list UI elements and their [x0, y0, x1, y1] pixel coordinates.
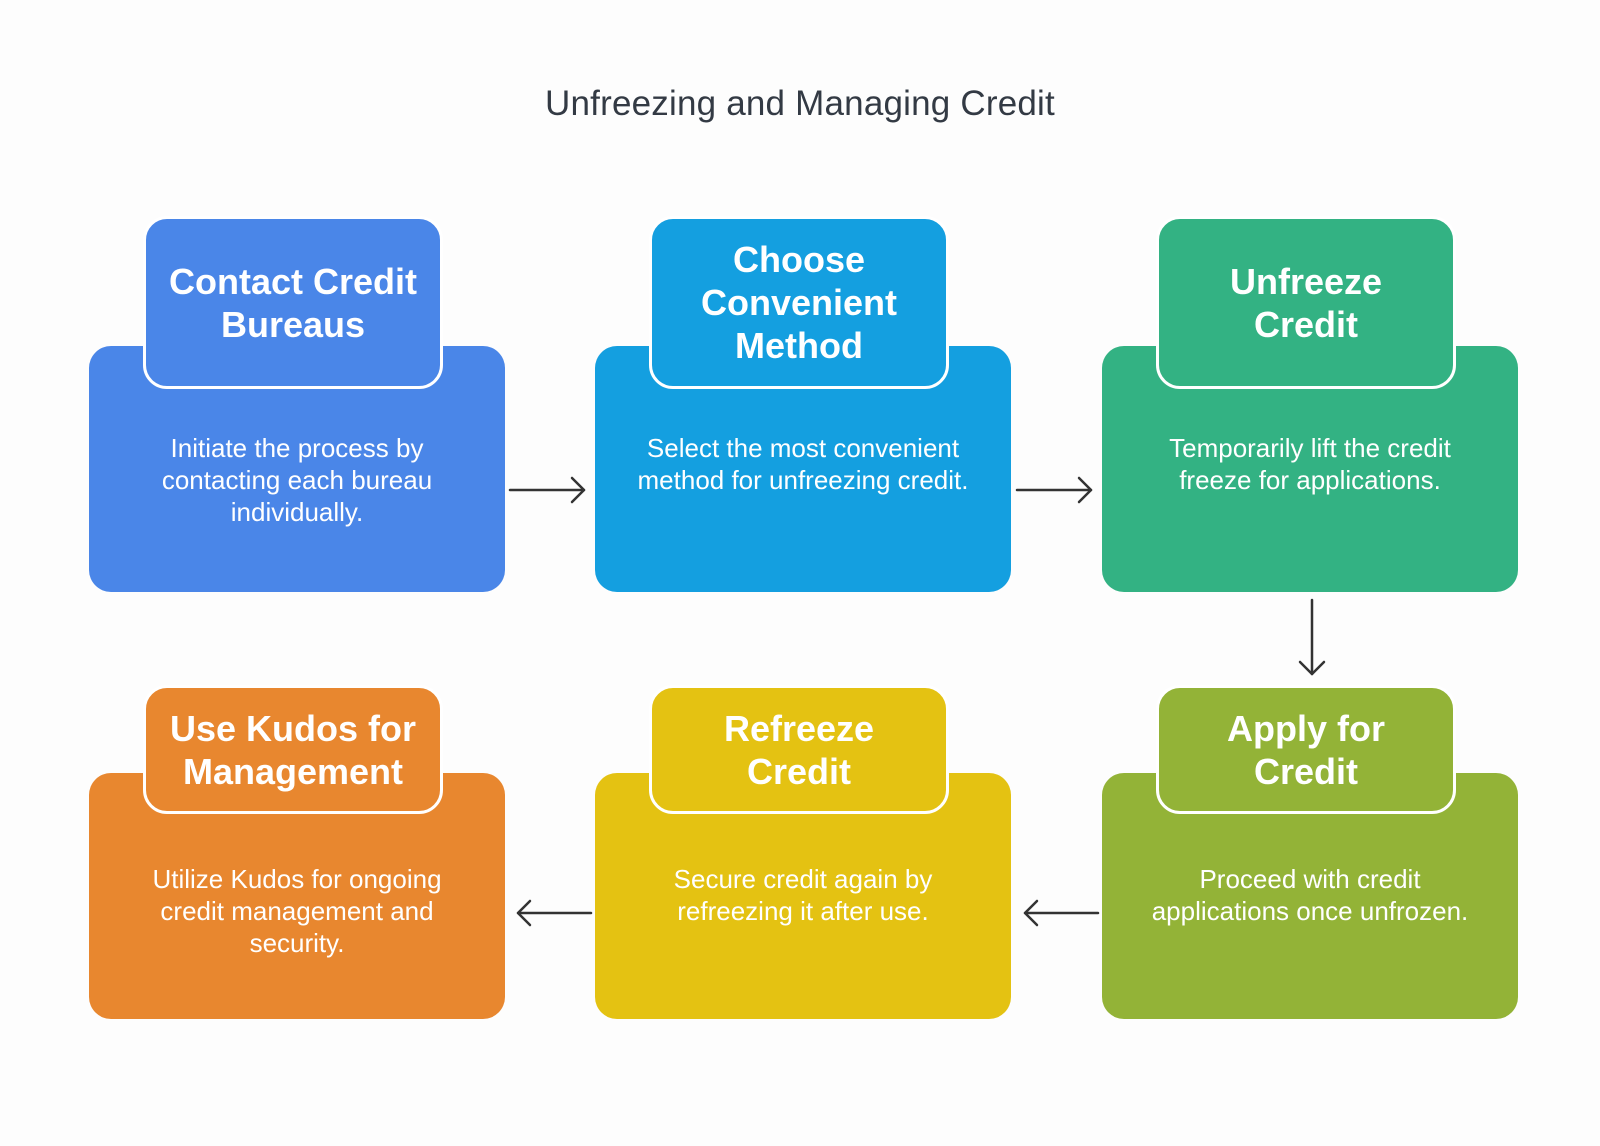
arrow-left-icon	[516, 899, 593, 927]
step-description: Temporarily lift the credit freeze for a…	[1169, 433, 1451, 495]
diagram-title: Unfreezing and Managing Credit	[545, 84, 1055, 123]
arrow-down-icon	[1298, 598, 1326, 676]
step-apply-for-credit: Apply for Credit Proceed with credit app…	[1102, 685, 1518, 1069]
arrow-right-icon	[1015, 476, 1093, 504]
arrow-right-icon	[508, 476, 586, 504]
step-use-kudos-for-management: Use Kudos for Management Utilize Kudos f…	[89, 685, 505, 1069]
step-choose-convenient-method: Choose Convenient Method Select the most…	[595, 216, 1011, 600]
step-contact-credit-bureaus: Contact Credit Bureaus Initiate the proc…	[89, 216, 505, 600]
step-title: Apply for Credit	[1156, 685, 1456, 814]
step-refreeze-credit: Refreeze Credit Secure credit again by r…	[595, 685, 1011, 1069]
step-title: Contact Credit Bureaus	[143, 216, 443, 389]
step-description: Initiate the process by contacting each …	[161, 433, 433, 527]
step-title: Choose Convenient Method	[649, 216, 949, 389]
step-card	[595, 773, 1011, 1019]
step-title: Unfreeze Credit	[1156, 216, 1456, 389]
step-description: Secure credit again by refreezing it aft…	[673, 864, 933, 926]
step-description: Proceed with credit applications once un…	[1151, 864, 1469, 926]
step-description: Utilize Kudos for ongoing credit managem…	[152, 864, 442, 958]
step-unfreeze-credit: Unfreeze Credit Temporarily lift the cre…	[1102, 216, 1518, 600]
step-title: Use Kudos for Management	[143, 685, 443, 814]
step-title: Refreeze Credit	[649, 685, 949, 814]
step-card	[1102, 773, 1518, 1019]
step-card	[89, 773, 505, 1019]
step-description: Select the most convenient method for un…	[637, 433, 969, 495]
arrow-left-icon	[1023, 899, 1100, 927]
